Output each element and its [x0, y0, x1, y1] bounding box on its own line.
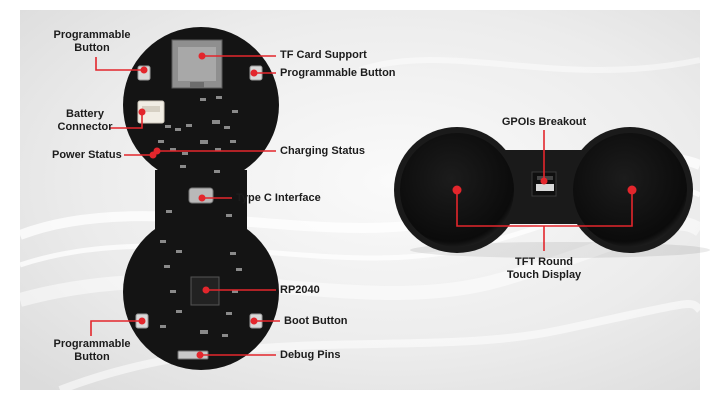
label-line: Programmable	[53, 29, 131, 41]
label-line: Programmable	[53, 338, 131, 350]
label-gpios-breakout: GPOIs Breakout	[501, 116, 587, 128]
battery-connector-part	[137, 100, 165, 124]
label-tf-card-support: TF Card Support	[280, 49, 367, 61]
label-debug-pins: Debug Pins	[280, 349, 341, 361]
tf-card-slot	[171, 39, 223, 89]
label-power-status: Power Status	[52, 149, 122, 161]
label-tft-round-touch-display: TFT Round Touch Display	[484, 256, 604, 282]
label-programmable-button-top-right: Programmable Button	[280, 67, 396, 79]
callout-dots	[138, 52, 637, 359]
label-programmable-button-top-left: Programmable Button	[40, 29, 144, 55]
label-line: Button	[74, 42, 110, 54]
label-programmable-button-bottom-left: Programmable Button	[40, 338, 144, 364]
label-line: Connector	[57, 121, 113, 133]
label-type-c-interface: Type C Interface	[236, 192, 321, 204]
gpio-connector	[536, 184, 554, 191]
callout-lines	[90, 55, 633, 356]
label-battery-connector: Battery Connector	[46, 108, 124, 134]
label-boot-button: Boot Button	[284, 315, 348, 327]
label-line: TFT Round	[514, 256, 574, 268]
label-line: Button	[74, 351, 110, 363]
smd-components	[158, 96, 242, 337]
label-rp2040: RP2040	[280, 284, 320, 296]
label-line: Battery	[66, 108, 104, 120]
label-line: Touch Display	[506, 269, 582, 281]
label-charging-status: Charging Status	[280, 145, 365, 157]
